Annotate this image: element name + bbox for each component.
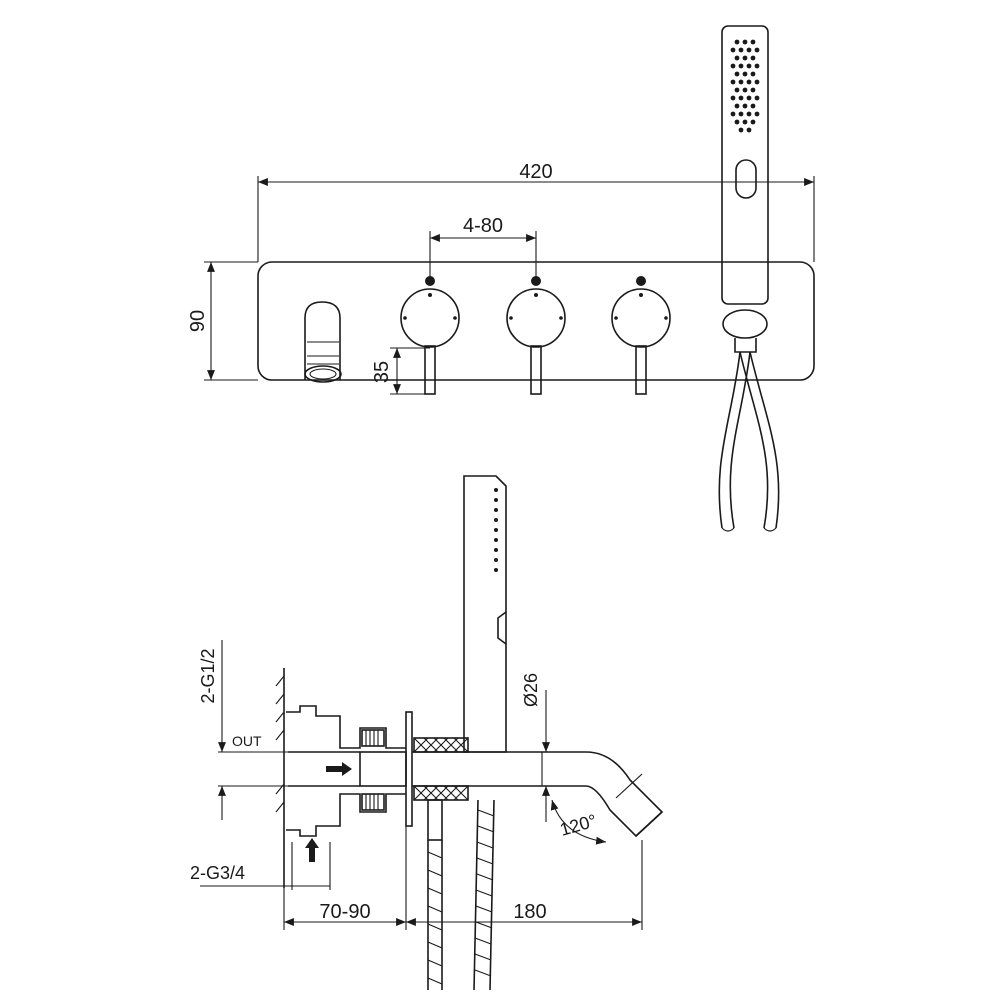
wall-plate-side [405,711,413,827]
dimension-outlet: 2-G1/2 OUT [198,640,262,820]
side-view: 2-G1/2 OUT 2-G3/4 Ø26 120° 70 [190,475,664,991]
dimension-handle-offset: 35 [371,347,430,395]
dimension-plate-height: 90 [187,261,258,381]
dimension-depth-projection: 70-90 180 [283,826,643,930]
outlet-label: OUT [232,733,262,749]
dim-valve-spacing-text: 4-80 [463,215,503,237]
dimension-spout-angle: 120° [550,799,607,845]
hand-shower-front [718,25,780,532]
dimension-inlet: 2-G3/4 [190,842,331,890]
dim-spout-angle-text: 120° [558,810,599,839]
hose-side [427,799,495,991]
dimension-valve-spacing: 4-80 [429,215,537,276]
dim-outlet-thread-text: 2-G1/2 [198,648,218,703]
dim-handle-offset-text: 35 [371,361,393,383]
hose-connector [413,737,469,801]
dim-spout-diameter-text: Ø26 [521,673,541,707]
hand-shower-side [463,475,507,753]
dimension-overall-width: 420 [257,161,815,262]
dim-spout-projection-text: 180 [513,901,546,923]
valve-knob-left [400,276,460,395]
valve-body [218,705,407,862]
dim-overall-width-text: 420 [519,161,552,183]
dim-inlet-thread-text: 2-G3/4 [190,863,245,883]
valve-knob-right [611,276,671,395]
front-view: 420 4-80 90 35 [187,25,815,532]
dimension-spout-diameter: Ø26 [521,673,550,822]
wall-section [275,668,285,888]
dim-plate-height-text: 90 [187,310,209,332]
valve-knob-middle [506,276,566,395]
spout-front [304,301,342,383]
dim-wall-depth-text: 70-90 [319,901,370,923]
